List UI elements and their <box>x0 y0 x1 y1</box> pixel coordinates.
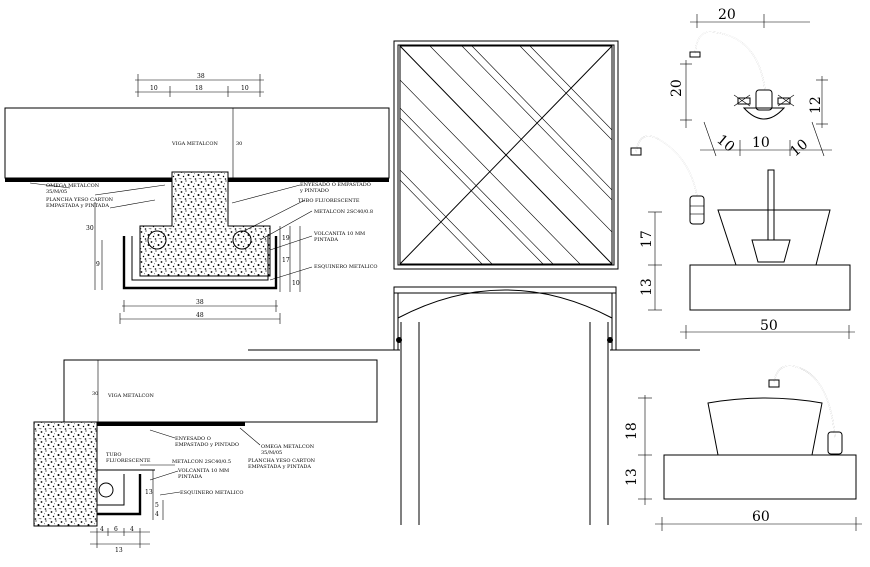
sink-bottom-bowl <box>707 397 823 456</box>
faucet-dim-left: 20 <box>669 79 685 97</box>
sink-bottom-counter <box>663 454 857 500</box>
dim-part-2: 18 <box>195 85 203 92</box>
faucet-dim-top: 20 <box>718 7 736 23</box>
sink-bottom-width: 60 <box>752 509 770 525</box>
bottom2-dim-total: 13 <box>115 547 123 554</box>
label-tubo: TUBO FLUORESCENTE <box>298 198 360 204</box>
label2-volcanita: VOLCANITA 10 MM <box>177 468 229 474</box>
side-dim-1: 13 <box>145 489 153 496</box>
dim-top-chain: 38 10 18 10 <box>135 73 264 97</box>
label-omega: OMEGA METALCON <box>46 183 100 189</box>
beam-2-label: VIGA METALCON <box>107 393 154 399</box>
ceiling-plate-2 <box>97 422 245 426</box>
section-top: 38 10 18 10 VIGA METALCON 30 OMEGA METAL… <box>4 73 390 324</box>
door-frame <box>248 286 700 525</box>
dim-total-top: 38 <box>197 73 205 80</box>
label-pintado: y PINTADO <box>299 188 329 194</box>
left-dim-1: 30 <box>86 225 94 232</box>
beam-2-height: 30 <box>92 391 98 397</box>
label2-plancha: PLANCHA YESO CARTON <box>248 458 316 464</box>
fluorescent-tube-left <box>147 230 167 250</box>
bottom-dim-total: 48 <box>196 312 204 319</box>
bottom2-dim-2: 6 <box>114 526 118 533</box>
sink-top-counter <box>689 264 851 311</box>
label2-fluorescente: FLUORESCENTE <box>106 458 151 464</box>
left-dim-2: 9 <box>96 261 100 268</box>
label-omega-spec: 35/M/05 <box>46 189 67 195</box>
label2-pintada: PINTADA <box>178 474 202 480</box>
dim-part-1: 10 <box>150 85 158 92</box>
sink-top-h2: 13 <box>639 278 655 296</box>
beam-height: 30 <box>236 141 242 147</box>
label2-esquinero: ESQUINERO METALICO <box>180 490 244 496</box>
dim-part-3: 10 <box>241 85 249 92</box>
bottom2-dim-3: 4 <box>130 526 134 533</box>
faucet-dim-right: 12 <box>808 96 824 114</box>
label2-empastada: EMPASTADA y PINTADA <box>248 464 311 470</box>
sink-bottom: 18 13 60 <box>624 365 862 531</box>
side-dim-3: 4 <box>155 511 159 518</box>
label2-omega: OMEGA METALCON <box>261 444 315 450</box>
label-esquinero: ESQUINERO METALICO <box>314 264 378 270</box>
label-metalcon: METALCON 2SC40/0.8 <box>314 209 373 215</box>
label-volcanita-pintada: PINTADA <box>314 237 338 243</box>
bottom2-dim-1: 4 <box>100 526 104 533</box>
label-empastada: EMPASTADA y PINTADA <box>46 203 109 209</box>
mirror <box>393 40 619 270</box>
label-enyesado: ENYESADO O EMPASTADO <box>300 182 371 188</box>
right-dim-2: 17 <box>282 257 290 264</box>
right-dim-1: 19 <box>282 235 290 242</box>
sink-top-width: 50 <box>760 318 778 334</box>
sink-bottom-faucet <box>773 365 836 439</box>
beam-2 <box>63 359 378 423</box>
sink-bottom-h1: 18 <box>624 422 640 440</box>
faucet-dim-b2: 10 <box>752 135 770 151</box>
label2-empastado: EMPASTADO y PINTADO <box>175 442 239 448</box>
right-dim-3: 10 <box>292 280 300 287</box>
arch <box>397 289 613 319</box>
label-volcanita: VOLCANITA 10 MM <box>313 231 365 237</box>
beam-label: VIGA METALCON <box>171 141 218 147</box>
concrete-block <box>139 171 271 277</box>
metal-channel <box>122 236 278 290</box>
faucet-body <box>742 107 786 120</box>
faucet-dim-b3: 10 <box>787 136 811 160</box>
fluorescent-tube-2 <box>98 482 114 498</box>
label2-omega-spec: 35/M/05 <box>261 450 282 456</box>
faucet-dim-b1: 10 <box>713 132 737 156</box>
label2-tubo: TUBO <box>106 452 121 458</box>
label-plancha: PLANCHA YESO CARTON <box>46 197 114 203</box>
sink-top-h1: 17 <box>639 230 655 248</box>
label2-metalcon: METALCON 2SC40/0.5 <box>172 459 231 465</box>
section-bottom: VIGA METALCON 30 ENYESADO O EMPASTADO y … <box>33 359 378 554</box>
label2-enyesado: ENYESADO O <box>175 436 211 442</box>
side-dim-2: 5 <box>155 502 159 509</box>
concrete-column <box>33 421 98 527</box>
sink-top: 17 13 50 <box>630 135 855 339</box>
faucet-spout <box>694 31 766 91</box>
sink-bottom-h2: 13 <box>624 468 640 486</box>
metal-channel-2 <box>97 474 142 516</box>
faucet-detail: 20 20 12 10 10 10 <box>669 7 832 160</box>
bottom-dim-inner: 38 <box>196 299 204 306</box>
fluorescent-tube-right <box>232 230 252 250</box>
mirror-hatch <box>400 46 612 264</box>
